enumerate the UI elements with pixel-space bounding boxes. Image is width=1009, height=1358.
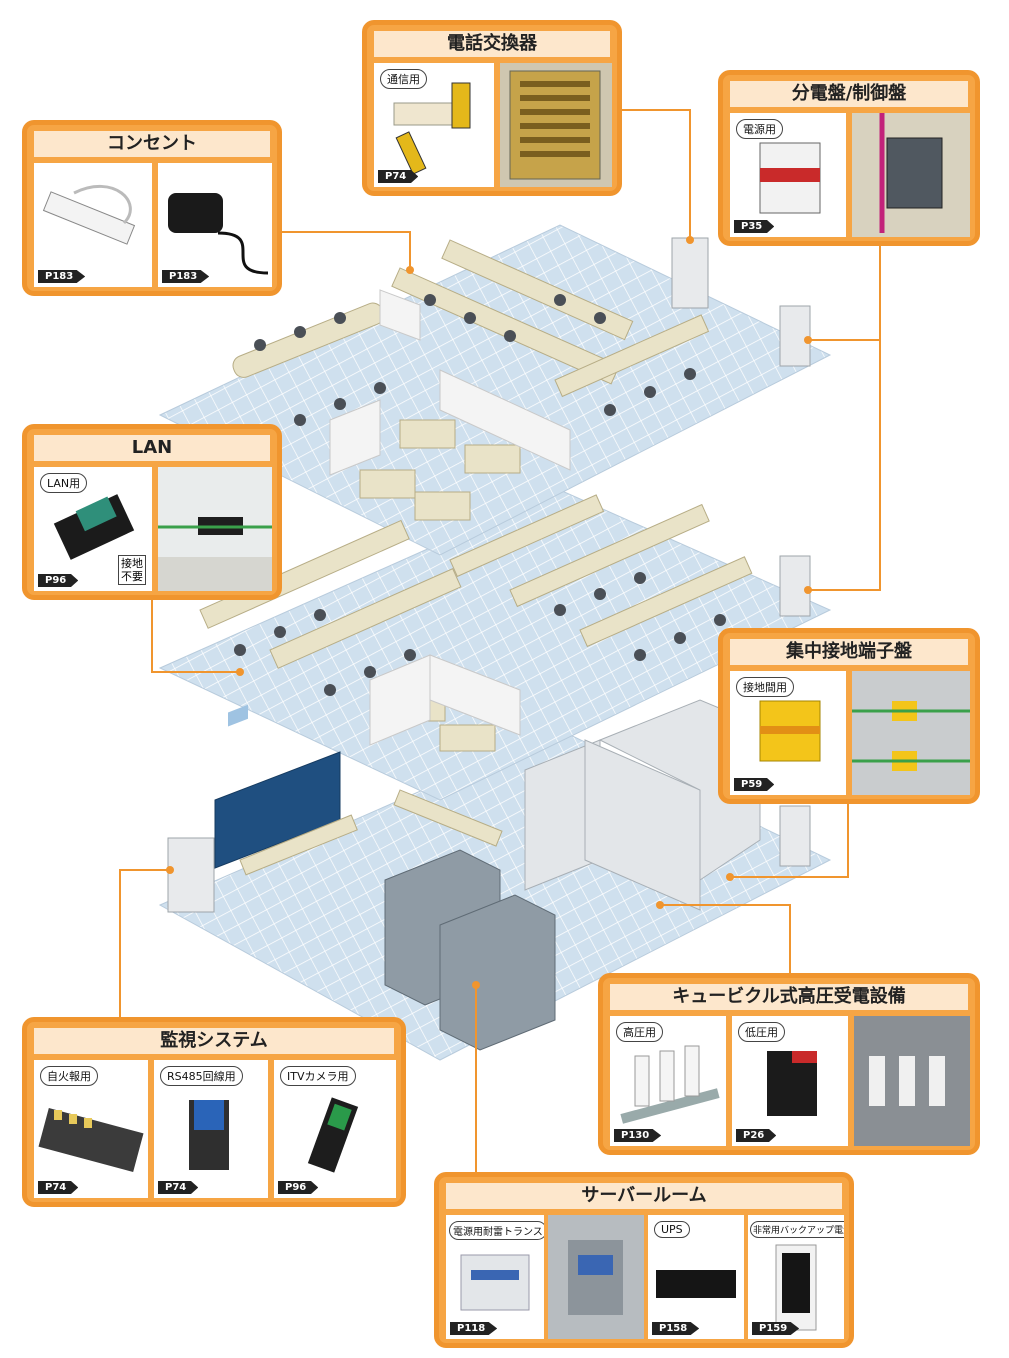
callout-title: 分電盤/制御盤 — [730, 81, 968, 107]
board-photo — [852, 113, 970, 237]
callout-title: 監視システム — [34, 1028, 394, 1054]
callout-cubicle: キュービクル式高圧受電設備 高圧用 P130 低圧用 P26 — [598, 973, 980, 1155]
callout-title: 電話交換器 — [374, 31, 610, 57]
product-panel[interactable]: 自火報用 P74 — [34, 1060, 148, 1198]
use-tag: 非常用バックアップ電源 — [750, 1221, 844, 1238]
callout-outlet: コンセント P183 P183 — [22, 120, 282, 296]
use-tag: 低圧用 — [738, 1022, 785, 1042]
callout-monitoring-system: 監視システム 自火報用 P74 RS485回線用 P74 ITVカメラ用 P96 — [22, 1017, 406, 1207]
page-ref[interactable]: P74 — [378, 170, 419, 183]
page-ref[interactable]: P130 — [614, 1129, 662, 1142]
product-panel[interactable]: 高圧用 P130 — [610, 1016, 726, 1146]
note-label: 接地 不要 — [118, 555, 146, 585]
callout-grounding-terminal: 集中接地端子盤 接地間用 P59 — [718, 628, 980, 804]
product-panel[interactable]: 電源用耐雷トランス P118 — [446, 1215, 544, 1339]
use-tag: UPS — [654, 1221, 690, 1238]
page-ref[interactable]: P74 — [38, 1181, 79, 1194]
use-tag: 接地間用 — [736, 677, 794, 697]
callout-phone-exchange: 電話交換器 通信用 P74 — [362, 20, 622, 196]
product-panel[interactable]: 非常用バックアップ電源 P159 — [748, 1215, 844, 1339]
callout-lan: LAN LAN用 接地 不要 P96 — [22, 424, 282, 600]
product-panel[interactable]: 通信用 P74 — [374, 63, 494, 187]
exchange-photo — [500, 63, 612, 187]
product-panel[interactable]: 接地間用 P59 — [730, 671, 846, 795]
page-ref[interactable]: P118 — [450, 1322, 498, 1335]
callout-title: 集中接地端子盤 — [730, 639, 968, 665]
page-ref[interactable]: P26 — [736, 1129, 777, 1142]
page-ref[interactable]: P183 — [162, 270, 210, 283]
callout-title: サーバールーム — [446, 1183, 842, 1209]
callout-distribution-board: 分電盤/制御盤 電源用 P35 — [718, 70, 980, 246]
page-ref[interactable]: P159 — [752, 1322, 800, 1335]
page-ref[interactable]: P96 — [38, 574, 79, 587]
server-photo — [548, 1215, 644, 1339]
use-tag: RS485回線用 — [160, 1066, 243, 1086]
product-panel[interactable]: P183 — [158, 163, 272, 287]
callout-title: コンセント — [34, 131, 270, 157]
use-tag: LAN用 — [40, 473, 88, 493]
cubicle-photo — [854, 1016, 970, 1146]
use-tag: 電源用 — [736, 119, 783, 139]
use-tag: 通信用 — [380, 69, 427, 89]
product-panel[interactable]: P183 — [34, 163, 152, 287]
use-tag: 高圧用 — [616, 1022, 663, 1042]
floor-2 — [158, 489, 832, 801]
page-ref[interactable]: P59 — [734, 778, 775, 791]
terminal-board-photo — [852, 671, 970, 795]
use-tag: 電源用耐雷トランス — [449, 1221, 544, 1240]
product-panel[interactable]: LAN用 接地 不要 P96 — [34, 467, 152, 591]
page-ref[interactable]: P74 — [158, 1181, 199, 1194]
callout-title: キュービクル式高圧受電設備 — [610, 984, 968, 1010]
product-panel[interactable]: RS485回線用 P74 — [154, 1060, 268, 1198]
page-ref[interactable]: P183 — [38, 270, 86, 283]
lan-photo — [158, 467, 272, 591]
page-ref[interactable]: P35 — [734, 220, 775, 233]
product-panel[interactable]: ITVカメラ用 P96 — [274, 1060, 396, 1198]
terminal-block-photo — [393, 82, 471, 175]
page-ref[interactable]: P96 — [278, 1181, 319, 1194]
product-panel[interactable]: 低圧用 P26 — [732, 1016, 848, 1146]
product-panel[interactable]: UPS P158 — [648, 1215, 744, 1339]
use-tag: 自火報用 — [40, 1066, 98, 1086]
callout-server-room: サーバールーム 電源用耐雷トランス P118 UPS P158 非常用バックアッ… — [434, 1172, 854, 1348]
product-panel[interactable]: 電源用 P35 — [730, 113, 846, 237]
callout-title: LAN — [34, 435, 270, 461]
use-tag: ITVカメラ用 — [280, 1066, 356, 1086]
page-ref[interactable]: P158 — [652, 1322, 700, 1335]
